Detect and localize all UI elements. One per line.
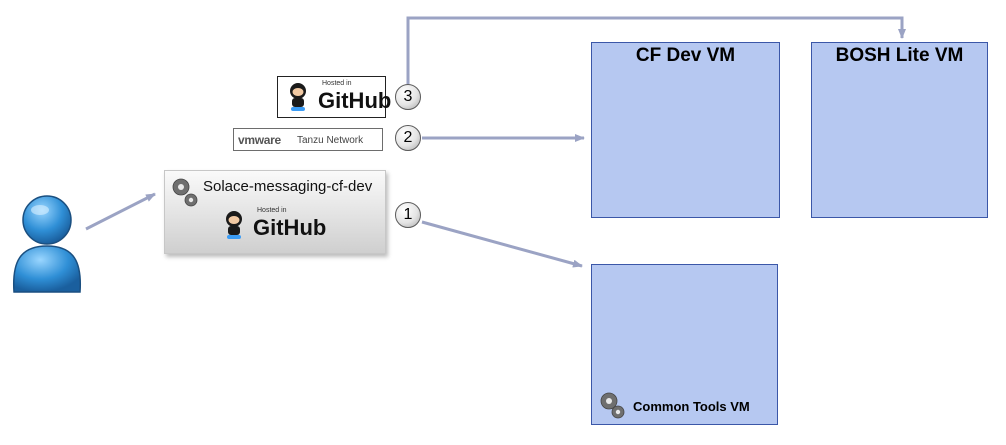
github-hosted-in: Hosted in (322, 80, 352, 87)
cf-dev-vm[interactable]: CF Dev VM (591, 42, 780, 218)
octocat-icon (290, 83, 306, 111)
tanzu-network-label: Tanzu Network (297, 135, 364, 146)
common-tools-vm-title: Common Tools VM (633, 399, 750, 414)
gear-icon (600, 392, 625, 419)
bosh-lite-vm[interactable]: BOSH Lite VM (811, 42, 988, 218)
repo-github-wordmark: GitHub (253, 215, 327, 240)
repo-name: Solace-messaging-cf-dev (203, 178, 373, 195)
cf-dev-vm-title: CF Dev VM (635, 45, 736, 66)
step-badge-3: 3 (395, 84, 421, 110)
repo-card[interactable]: Solace-messaging-cf-dev Hosted in GitHub (164, 170, 386, 254)
arrow-step3-to-bosh-lite (406, 16, 906, 84)
arrow-user-to-repo (85, 192, 156, 231)
step-badge-2: 2 (395, 125, 421, 151)
repo-hosted-in: Hosted in (257, 207, 287, 214)
bosh-lite-vm-title: BOSH Lite VM (835, 45, 964, 66)
tanzu-network-logo[interactable]: vmware Tanzu Network (233, 128, 383, 151)
user-icon (12, 195, 82, 293)
octocat-icon (226, 211, 242, 239)
github-logo[interactable]: Hosted in GitHub (277, 76, 391, 118)
github-wordmark: GitHub (318, 88, 392, 113)
step-badge-1: 1 (395, 202, 421, 228)
common-tools-vm[interactable]: Common Tools VM (591, 264, 778, 425)
arrow-step1-to-common-tools (421, 220, 583, 268)
vmware-wordmark: vmware (238, 133, 281, 147)
gear-icon (172, 178, 198, 207)
